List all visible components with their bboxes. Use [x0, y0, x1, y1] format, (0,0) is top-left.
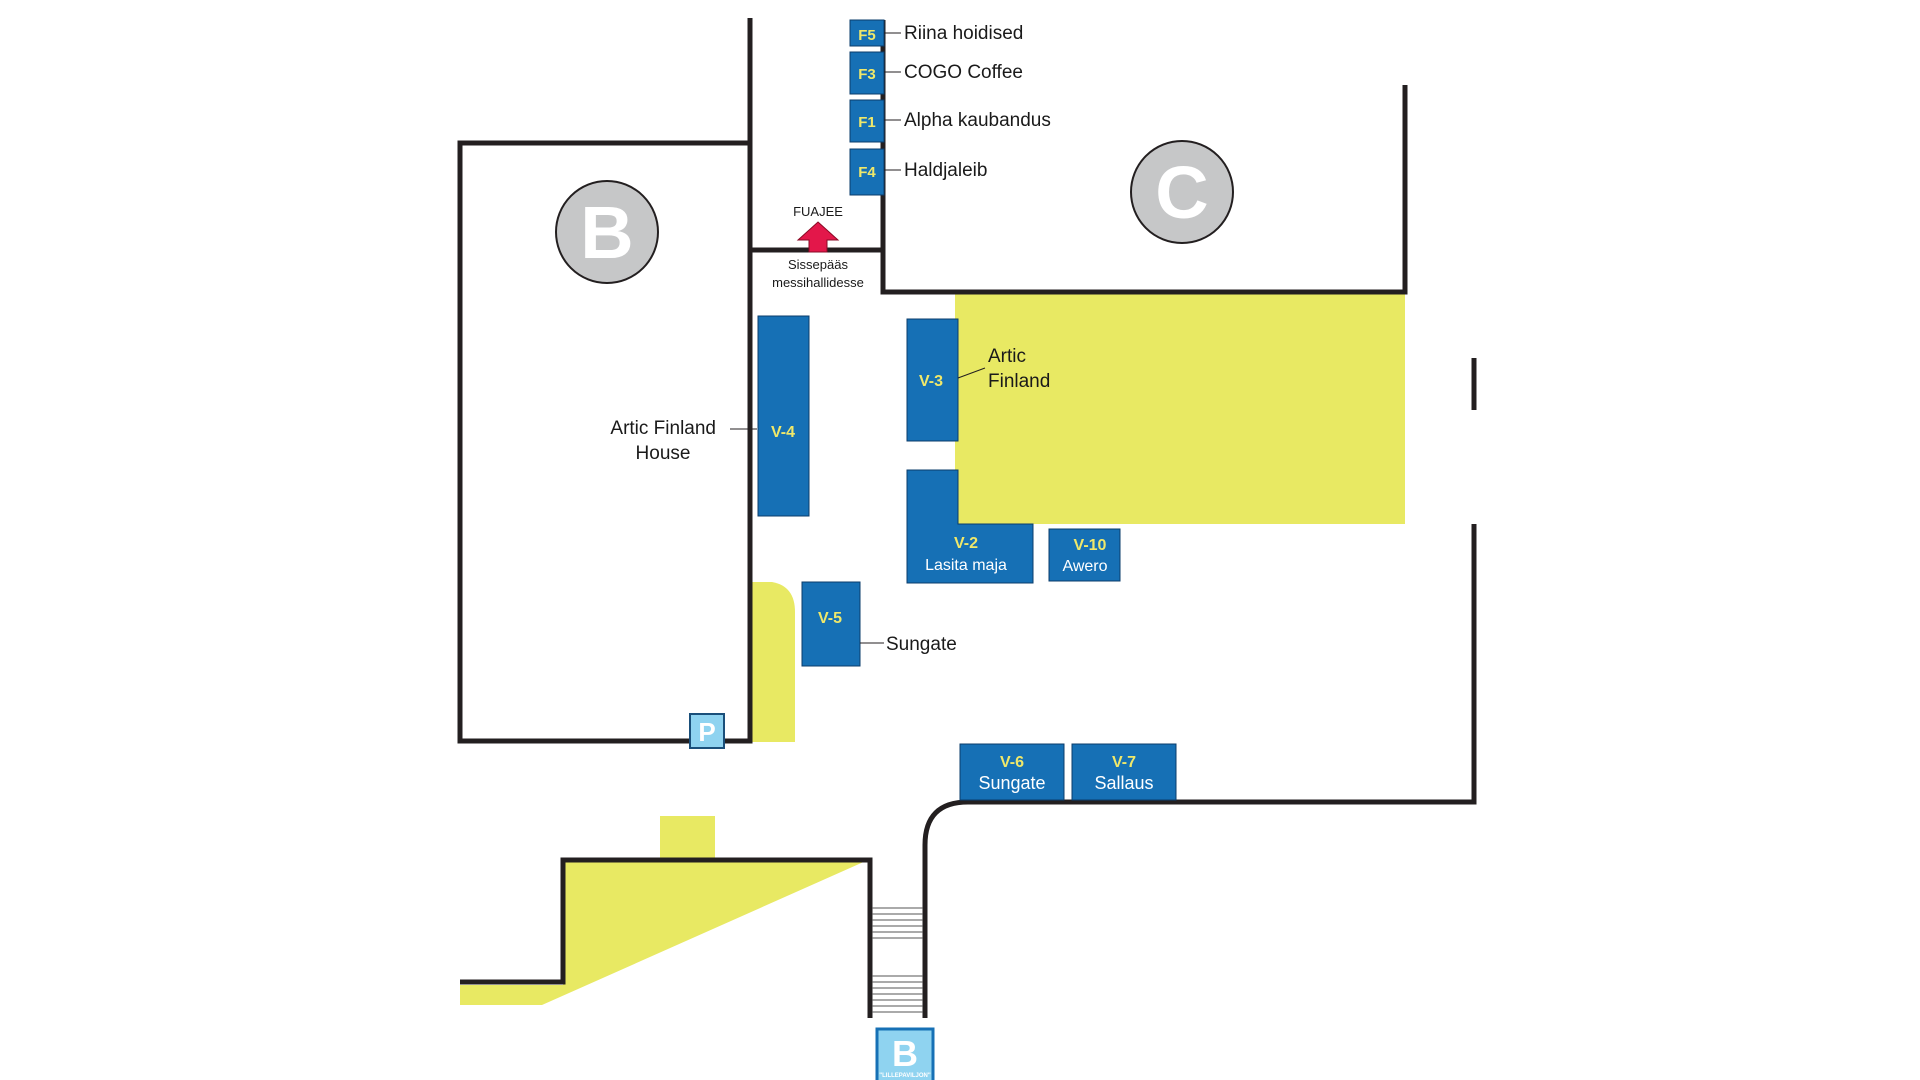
booth-v6-box: [959, 743, 1065, 801]
booth-v10-code: V-10: [1074, 537, 1107, 554]
pavilion-box: [875, 1027, 935, 1080]
zone-pavilion-wedge: [460, 860, 868, 1005]
hall-b-outline: [457, 140, 753, 744]
booth-v3-code: V-3: [919, 373, 943, 390]
zone-c-exhibit: [955, 292, 1405, 524]
hall-b-circle: [555, 180, 659, 284]
entrance-label-line2: messihallidesse: [772, 275, 864, 290]
hall-c-outline: [880, 20, 1408, 295]
booth-v10[interactable]: V-10 Awero: [1048, 528, 1121, 582]
entrance-label-line1: Sissepääs: [788, 257, 848, 272]
hall-c-letter: C: [1155, 151, 1208, 234]
hall-c-circle: [1130, 140, 1234, 244]
booth-v6[interactable]: V-6 Sungate: [959, 743, 1065, 801]
pavilion-letter: B: [892, 1033, 918, 1074]
booth-v4-box: [757, 315, 810, 517]
booth-v7[interactable]: V-7 Sallaus: [1071, 743, 1177, 801]
booth-f4-code: F4: [858, 164, 876, 181]
booth-v2-box: [906, 469, 1034, 584]
booth-v3-name-line2: Finland: [988, 371, 1050, 392]
booth-v5-code: V-5: [818, 610, 842, 627]
booth-v7-box: [1071, 743, 1177, 801]
parking-letter: P: [698, 717, 715, 747]
booth-v5-box: [801, 581, 861, 667]
booth-v4-name-line1: Artic Finland: [610, 418, 716, 439]
booth-v10-box: [1048, 528, 1121, 582]
parking-box: [689, 713, 725, 749]
booth-v7-name: Sallaus: [1094, 773, 1153, 793]
foyer-label: FUAJEE: [793, 204, 843, 219]
booth-v4-code: V-4: [771, 424, 795, 441]
stairs: [872, 907, 923, 1013]
entrance[interactable]: FUAJEE Sissepääs messihallidesse: [772, 204, 864, 290]
booth-f3[interactable]: F3 COGO Coffee: [849, 51, 1023, 95]
zone-small-top: [660, 816, 715, 858]
booth-v3-leader: [957, 367, 986, 379]
booth-v3-box: [906, 318, 959, 442]
booth-v5[interactable]: V-5 Sungate: [801, 581, 957, 667]
booth-v6-name: Sungate: [978, 773, 1045, 793]
pavilion-marker[interactable]: B "LILLEPAVILJON": [875, 1027, 935, 1080]
right-wall-lower: [922, 524, 1477, 1018]
booth-f3-code: F3: [858, 66, 876, 83]
booth-f3-name: COGO Coffee: [904, 62, 1023, 83]
booth-f5[interactable]: F5 Riina hoidised: [849, 19, 1023, 47]
booth-f4[interactable]: F4 Haldjaleib: [849, 148, 987, 196]
booth-f1-box: [849, 99, 885, 143]
hall-c-badge[interactable]: C: [1130, 140, 1234, 244]
hall-b-letter: B: [580, 191, 633, 274]
booth-v3[interactable]: V-3 Artic Finland: [906, 318, 1050, 442]
zone-v5-strip: [750, 582, 795, 742]
booth-v2-code: V-2: [954, 535, 978, 552]
pavilion-wall: [460, 857, 873, 1018]
booth-f1[interactable]: F1 Alpha kaubandus: [849, 99, 1051, 143]
booth-v6-code: V-6: [1000, 754, 1024, 771]
booth-v10-name: Awero: [1062, 558, 1107, 575]
booth-v5-name: Sungate: [886, 634, 957, 655]
booth-f4-name: Haldjaleib: [904, 160, 987, 181]
booth-v4-name-line2: House: [636, 443, 691, 464]
pavilion-name: "LILLEPAVILJON": [879, 1073, 931, 1079]
parking-marker[interactable]: P: [689, 713, 725, 749]
hall-b-badge[interactable]: B: [555, 180, 659, 284]
entrance-arrow-icon: [796, 221, 840, 253]
booth-v3-name-line1: Artic: [988, 346, 1026, 367]
booth-v7-code: V-7: [1112, 754, 1136, 771]
booth-f5-box: [849, 19, 885, 47]
booth-v2[interactable]: V-2 Lasita maja: [906, 469, 1034, 584]
booth-f1-name: Alpha kaubandus: [904, 110, 1051, 131]
booth-f4-box: [849, 148, 885, 196]
booth-v4[interactable]: V-4 Artic Finland House: [610, 315, 810, 517]
booth-f5-code: F5: [858, 27, 876, 44]
booth-v2-name: Lasita maja: [925, 557, 1007, 574]
booth-f5-name: Riina hoidised: [904, 23, 1023, 44]
booth-f1-code: F1: [858, 114, 876, 131]
booth-f3-box: [849, 51, 885, 95]
